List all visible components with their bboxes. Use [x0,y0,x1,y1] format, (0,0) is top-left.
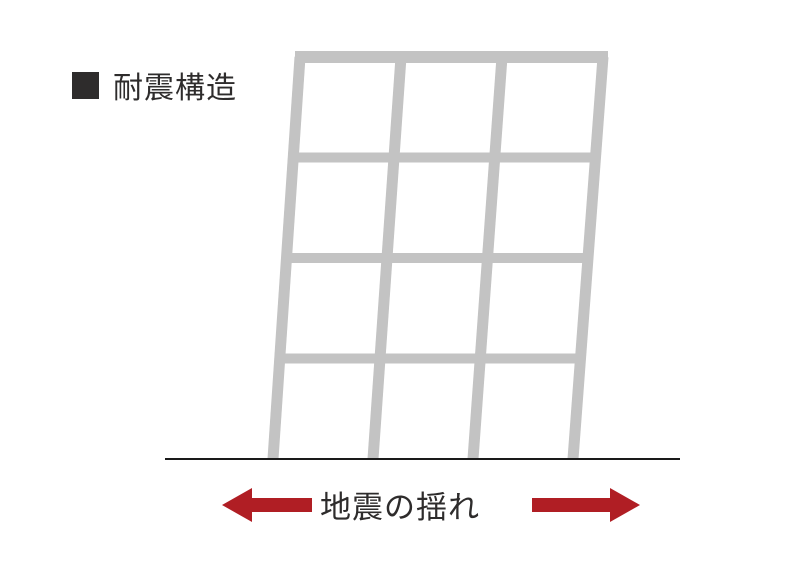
title: 耐震構造 [72,63,237,107]
caption: 地震の揺れ [0,481,800,527]
arrow-right-icon [532,488,640,522]
arrow-left-icon [222,488,328,522]
square-bullet-icon [72,71,99,99]
building-frame [267,51,609,460]
title-text: 耐震構造 [113,71,237,106]
caption-text: 地震の揺れ [312,481,488,527]
